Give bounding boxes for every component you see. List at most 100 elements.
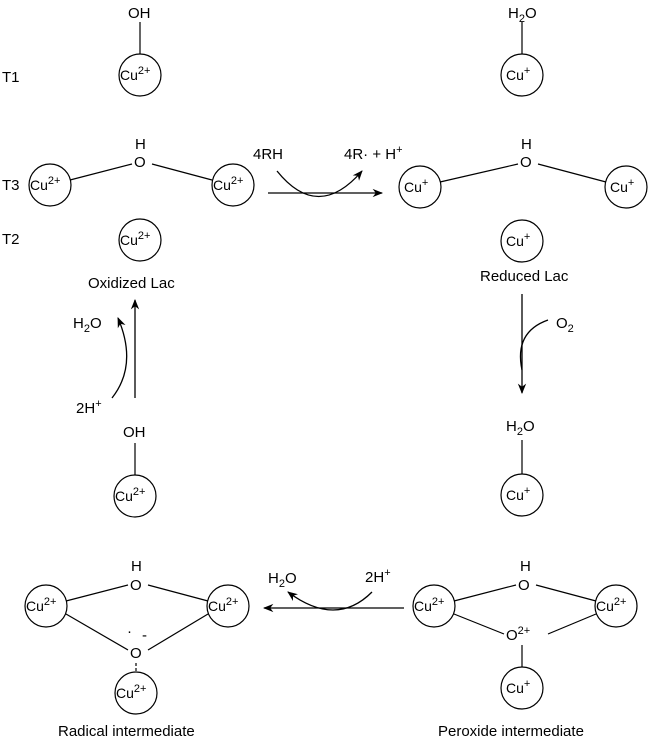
protons-text: 2H bbox=[76, 400, 95, 417]
water-sub: 2 bbox=[279, 578, 285, 590]
svg-text:Cu+: Cu+ bbox=[506, 231, 530, 249]
oxygen-curved-arrow bbox=[519, 319, 549, 371]
charge: 2+ bbox=[134, 683, 147, 695]
cu-symbol: Cu bbox=[596, 598, 614, 614]
svg-text:Cu2+: Cu2+ bbox=[208, 596, 238, 614]
substrate-curved-arrow bbox=[276, 170, 363, 197]
peroxide-o2: O2+ bbox=[506, 625, 530, 644]
regeneration-step: H2O 2H+ bbox=[73, 298, 140, 417]
o2-text: O bbox=[506, 627, 518, 644]
substrate-label: 4RH bbox=[253, 146, 283, 163]
oxidized-lac-label: Oxidized Lac bbox=[88, 275, 175, 292]
t1-label: T1 bbox=[2, 69, 20, 86]
cu-symbol: Cu bbox=[116, 685, 134, 701]
water-h: H bbox=[268, 570, 279, 587]
oxidized-lac-group: OH Cu2+ H O Cu2+ Cu2+ Cu2+ Oxidized Lac bbox=[28, 5, 255, 292]
charge: 2+ bbox=[614, 596, 627, 608]
cu-symbol: Cu bbox=[208, 598, 226, 614]
radical-intermediate-label: Radical intermediate bbox=[58, 723, 195, 740]
svg-text:Cu2+: Cu2+ bbox=[26, 596, 56, 614]
charge: 2+ bbox=[133, 486, 146, 498]
t3-ox-copper-right bbox=[211, 163, 255, 207]
cu-symbol: Cu bbox=[404, 179, 422, 195]
charge: 2+ bbox=[226, 596, 239, 608]
t1-ox-hydroxide: OH bbox=[128, 5, 151, 22]
charge: + bbox=[524, 231, 530, 243]
protons-text: 2H bbox=[365, 569, 384, 586]
left-middle-copper bbox=[113, 474, 157, 518]
svg-text:Cu+: Cu+ bbox=[404, 177, 428, 195]
t3-ox-hydrogen: H bbox=[135, 136, 146, 153]
svg-text:Cu+: Cu+ bbox=[506, 65, 530, 83]
t3-label: T3 bbox=[2, 177, 20, 194]
charge: + bbox=[628, 177, 634, 189]
regeneration-protons: 2H+ bbox=[76, 398, 102, 417]
o2-o: O bbox=[556, 315, 568, 332]
oxygen-binding-step: O2 bbox=[517, 294, 574, 395]
charge: 2+ bbox=[138, 65, 151, 77]
peroxide-to-radical-step: H2O 2H+ bbox=[262, 567, 404, 613]
cu-symbol: Cu bbox=[506, 67, 524, 83]
cu-symbol: Cu bbox=[26, 598, 44, 614]
svg-text:Cu2+: Cu2+ bbox=[30, 175, 60, 193]
svg-text:Cu+: Cu+ bbox=[610, 177, 634, 195]
charge: + bbox=[384, 567, 390, 579]
charge: 2+ bbox=[518, 625, 531, 637]
radical-dot: · bbox=[127, 623, 132, 640]
radical-intermediate-group: H O Cu2+ Cu2+ · - O Cu2+ Radical interme… bbox=[24, 558, 250, 740]
t2-ox-copper bbox=[118, 218, 162, 262]
t3-ox-copper-left bbox=[28, 163, 72, 207]
t3-red-copper-right bbox=[604, 165, 648, 209]
left-middle-species: OH Cu2+ bbox=[113, 424, 157, 518]
radical-copper-left bbox=[24, 584, 68, 628]
right-middle-copper bbox=[500, 473, 544, 517]
water-sub: 2 bbox=[519, 13, 525, 25]
peroxide-copper-right bbox=[594, 584, 638, 628]
t3-red-hydrogen: H bbox=[521, 136, 532, 153]
bottom-protons: 2H+ bbox=[365, 567, 391, 586]
charge: + bbox=[524, 678, 530, 690]
t2-label: T2 bbox=[2, 231, 20, 248]
charge: 2+ bbox=[48, 175, 61, 187]
charge: 2+ bbox=[138, 230, 151, 242]
svg-text:Cu+: Cu+ bbox=[506, 485, 530, 503]
peroxide-oxygen: O bbox=[518, 577, 530, 594]
cu-symbol: Cu bbox=[115, 488, 133, 504]
cu-symbol: Cu bbox=[120, 67, 138, 83]
radical-hydrogen: H bbox=[131, 558, 142, 575]
cu-symbol: Cu bbox=[414, 598, 432, 614]
peroxide-intermediate-label: Peroxide intermediate bbox=[438, 723, 584, 740]
radical-oxygen: O bbox=[130, 645, 142, 662]
radical-t1-copper bbox=[114, 671, 158, 715]
cu-symbol: Cu bbox=[213, 177, 231, 193]
water-release-curved-arrow bbox=[111, 317, 128, 399]
t3-red-copper-left bbox=[398, 165, 442, 209]
charge: 2+ bbox=[44, 596, 57, 608]
charge: + bbox=[524, 485, 530, 497]
t2-red-copper bbox=[500, 219, 544, 263]
peroxide-t1-copper bbox=[500, 666, 544, 710]
charge: + bbox=[95, 398, 101, 410]
svg-text:Cu2+: Cu2+ bbox=[115, 486, 145, 504]
charge: + bbox=[396, 144, 402, 156]
water-o: O bbox=[285, 570, 297, 587]
water-o: O bbox=[523, 418, 535, 435]
radical-copper-right bbox=[206, 584, 250, 628]
oxygen-reagent: O2 bbox=[556, 315, 574, 335]
svg-text:Cu2+: Cu2+ bbox=[596, 596, 626, 614]
water-o: O bbox=[525, 5, 537, 22]
cu-symbol: Cu bbox=[30, 177, 48, 193]
radical-minus: - bbox=[142, 627, 147, 644]
water-sub: 2 bbox=[517, 426, 523, 438]
water-sub: 2 bbox=[84, 323, 90, 335]
bottom-water: H2O bbox=[268, 570, 297, 590]
water-h: H bbox=[508, 5, 519, 22]
svg-text:Cu2+: Cu2+ bbox=[120, 65, 150, 83]
reduced-lac-group: H2O Cu+ H O Cu+ Cu+ Cu+ Reduced Lac bbox=[398, 5, 648, 285]
charge: 2+ bbox=[231, 175, 244, 187]
svg-text:Cu2+: Cu2+ bbox=[116, 683, 146, 701]
svg-text:Cu2+: Cu2+ bbox=[414, 596, 444, 614]
peroxide-hydrogen: H bbox=[520, 558, 531, 575]
o2-sub: 2 bbox=[568, 323, 574, 335]
charge: 2+ bbox=[432, 596, 445, 608]
